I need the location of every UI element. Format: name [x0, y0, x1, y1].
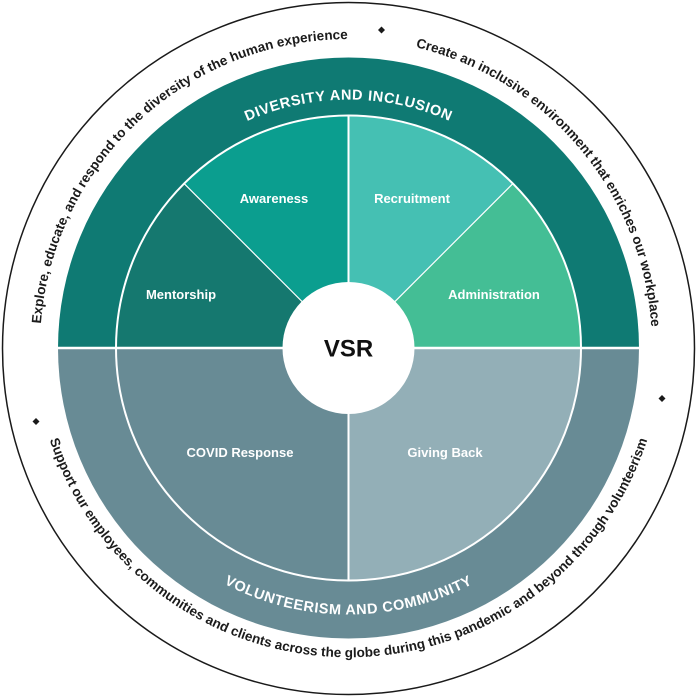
segment-mentorship [116, 183, 349, 348]
diamond-separator-right [658, 395, 666, 402]
label-administration: Administration [448, 287, 540, 302]
label-giving-back: Giving Back [407, 445, 483, 460]
segment-awareness [184, 115, 349, 348]
label-mentorship: Mentorship [146, 287, 216, 302]
center-circle [282, 282, 415, 414]
diamond-separator-left [32, 418, 40, 425]
label-covid-response: COVID Response [187, 445, 294, 460]
segment-giving-back [348, 348, 581, 581]
label-recruitment: Recruitment [374, 191, 451, 206]
segment-covid-response [116, 348, 349, 581]
label-awareness: Awareness [240, 191, 308, 206]
segment-administration [348, 183, 581, 348]
diamond-separator-top [378, 26, 385, 34]
segment-recruitment [348, 115, 513, 348]
center-label: VSR [324, 336, 373, 363]
